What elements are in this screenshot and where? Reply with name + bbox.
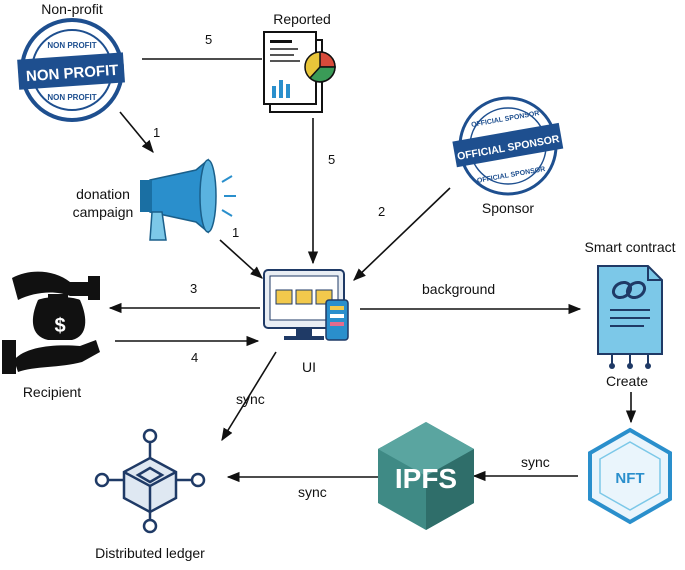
edge-nonprofit-campaign (119, 111, 154, 153)
edge-label-background: background (422, 281, 495, 297)
edge-label-recipient-ui: 4 (191, 350, 198, 365)
ipfs-node: IPFS (378, 422, 474, 530)
ui-label: UI (302, 359, 316, 375)
edge-label-nonprofit-reported: 5 (205, 32, 212, 47)
donation-campaign-label-1: donation (76, 186, 130, 202)
nonprofit-label: Non-profit (41, 1, 103, 17)
edge-label-campaign-ui: 1 (232, 225, 239, 240)
edge-label-ui-recipient: 3 (190, 281, 197, 296)
edge-label-nonprofit-campaign: 1 (153, 125, 160, 140)
edge-labels: 5 1 5 2 1 3 4 background Create sync syn… (153, 32, 648, 500)
megaphone-icon (140, 158, 236, 241)
edge-label-ipfs-ledger: sync (298, 484, 327, 500)
edge-sponsor-ui (353, 187, 451, 281)
sponsor-stamp-bottom-text: OFFICIAL SPONSOR (477, 166, 546, 185)
sponsor-label: Sponsor (482, 200, 534, 216)
edge-campaign-ui (219, 239, 263, 279)
reported-label: Reported (273, 11, 331, 27)
sponsor-stamp-icon: OFFICIAL SPONSOR OFFICIAL SPONSOR OFFICI… (452, 96, 564, 196)
ipfs-cube-icon: IPFS (378, 422, 474, 530)
sponsor-stamp-top-text: OFFICIAL SPONSOR (471, 110, 540, 129)
nft-node: NFT (588, 427, 672, 525)
recipient-node: $ Recipient (2, 271, 100, 400)
reported-node: Reported (263, 11, 336, 113)
distributed-ledger-node: Distributed ledger (94, 428, 206, 561)
donation-campaign-label-2: campaign (73, 204, 134, 220)
ipfs-text: IPFS (395, 463, 457, 494)
ui-screen-icon (263, 269, 349, 341)
ledger-cube-network-icon (94, 428, 206, 534)
nonprofit-stamp-icon: NON PROFIT NON PROFIT NON PROFIT (17, 18, 125, 122)
donation-campaign-node: donation campaign (73, 158, 236, 241)
nft-text: NFT (615, 470, 644, 487)
smart-contract-node: Smart contract (584, 239, 676, 369)
smart-contract-label: Smart contract (584, 239, 675, 255)
edges (108, 58, 637, 483)
ui-node: UI (263, 269, 349, 375)
edge-label-sponsor-ui: 2 (378, 204, 385, 219)
nonprofit-stamp-main-text: NON PROFIT (26, 62, 119, 85)
nonprofit-node: NON PROFIT NON PROFIT NON PROFIT Non-pro… (17, 1, 125, 122)
distributed-ledger-label: Distributed ledger (95, 545, 205, 561)
dollar-symbol: $ (54, 315, 65, 337)
money-bag-hands-icon: $ (2, 271, 100, 374)
edge-label-nft-ipfs: sync (521, 454, 550, 470)
edge-label-ui-ledger: sync (236, 391, 265, 407)
nonprofit-stamp-top-text: NON PROFIT (47, 41, 96, 50)
edge-ui-ledger (221, 351, 277, 442)
report-document-icon (263, 31, 336, 113)
edge-label-reported-ui: 5 (328, 152, 335, 167)
edge-label-create: Create (606, 373, 648, 389)
nft-hexagon-icon: NFT (588, 427, 672, 525)
sponsor-node: OFFICIAL SPONSOR OFFICIAL SPONSOR OFFICI… (452, 96, 564, 216)
nonprofit-stamp-bottom-text: NON PROFIT (47, 93, 96, 102)
contract-document-icon (597, 265, 663, 369)
recipient-label: Recipient (23, 384, 81, 400)
